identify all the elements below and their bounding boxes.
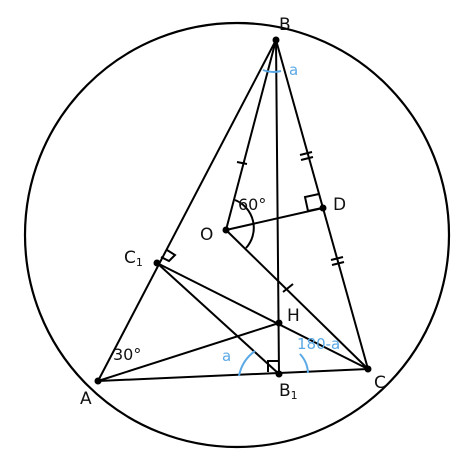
angle-label-O: 60° (238, 195, 266, 214)
side-AC (97, 368, 369, 382)
angle-label-B-a: a (289, 61, 298, 79)
tick-OB (236, 161, 248, 165)
side-BC (275, 39, 369, 370)
point-A (94, 377, 102, 385)
radius-OC (225, 229, 369, 370)
label-B: B (279, 15, 291, 35)
right-angle-D (303, 193, 323, 213)
right-angle-B1 (267, 360, 279, 372)
point-H (275, 319, 283, 327)
label-B1: B1 (279, 381, 298, 402)
label-A: A (80, 389, 92, 409)
angle-label-B1-a: a (222, 347, 231, 365)
tick-DC-2 (331, 261, 345, 266)
angle-label-B1-supp: 180-a (297, 335, 340, 353)
angle-label-A: 30° (113, 345, 141, 364)
point-C (364, 365, 372, 373)
segment-C1B1 (156, 262, 280, 375)
segment-OD (225, 207, 324, 231)
label-O: O (200, 225, 213, 245)
circumcircle (23, 21, 451, 449)
label-D: D (333, 195, 346, 215)
altitude-CC1 (156, 262, 369, 370)
angle-arc-O (234, 199, 255, 249)
point-B1 (275, 370, 283, 378)
angle-arc-B (262, 69, 282, 73)
label-H: H (287, 306, 300, 326)
tick-BD-2 (300, 156, 314, 161)
point-B (272, 36, 280, 44)
altitude-BB1 (275, 39, 280, 375)
tick-DC-1 (330, 256, 344, 261)
tick-OC (282, 283, 294, 293)
angle-arc-B1-right (299, 353, 309, 374)
side-AB (97, 39, 277, 382)
label-C1: C1 (124, 248, 143, 269)
point-C1 (153, 259, 161, 267)
label-C: C (374, 373, 386, 393)
point-O (222, 226, 230, 234)
angle-arc-B1-left (238, 350, 256, 377)
right-angle-C1 (160, 249, 177, 263)
tick-BD-1 (299, 151, 313, 156)
point-D (319, 204, 327, 212)
segment-AH (97, 322, 280, 382)
